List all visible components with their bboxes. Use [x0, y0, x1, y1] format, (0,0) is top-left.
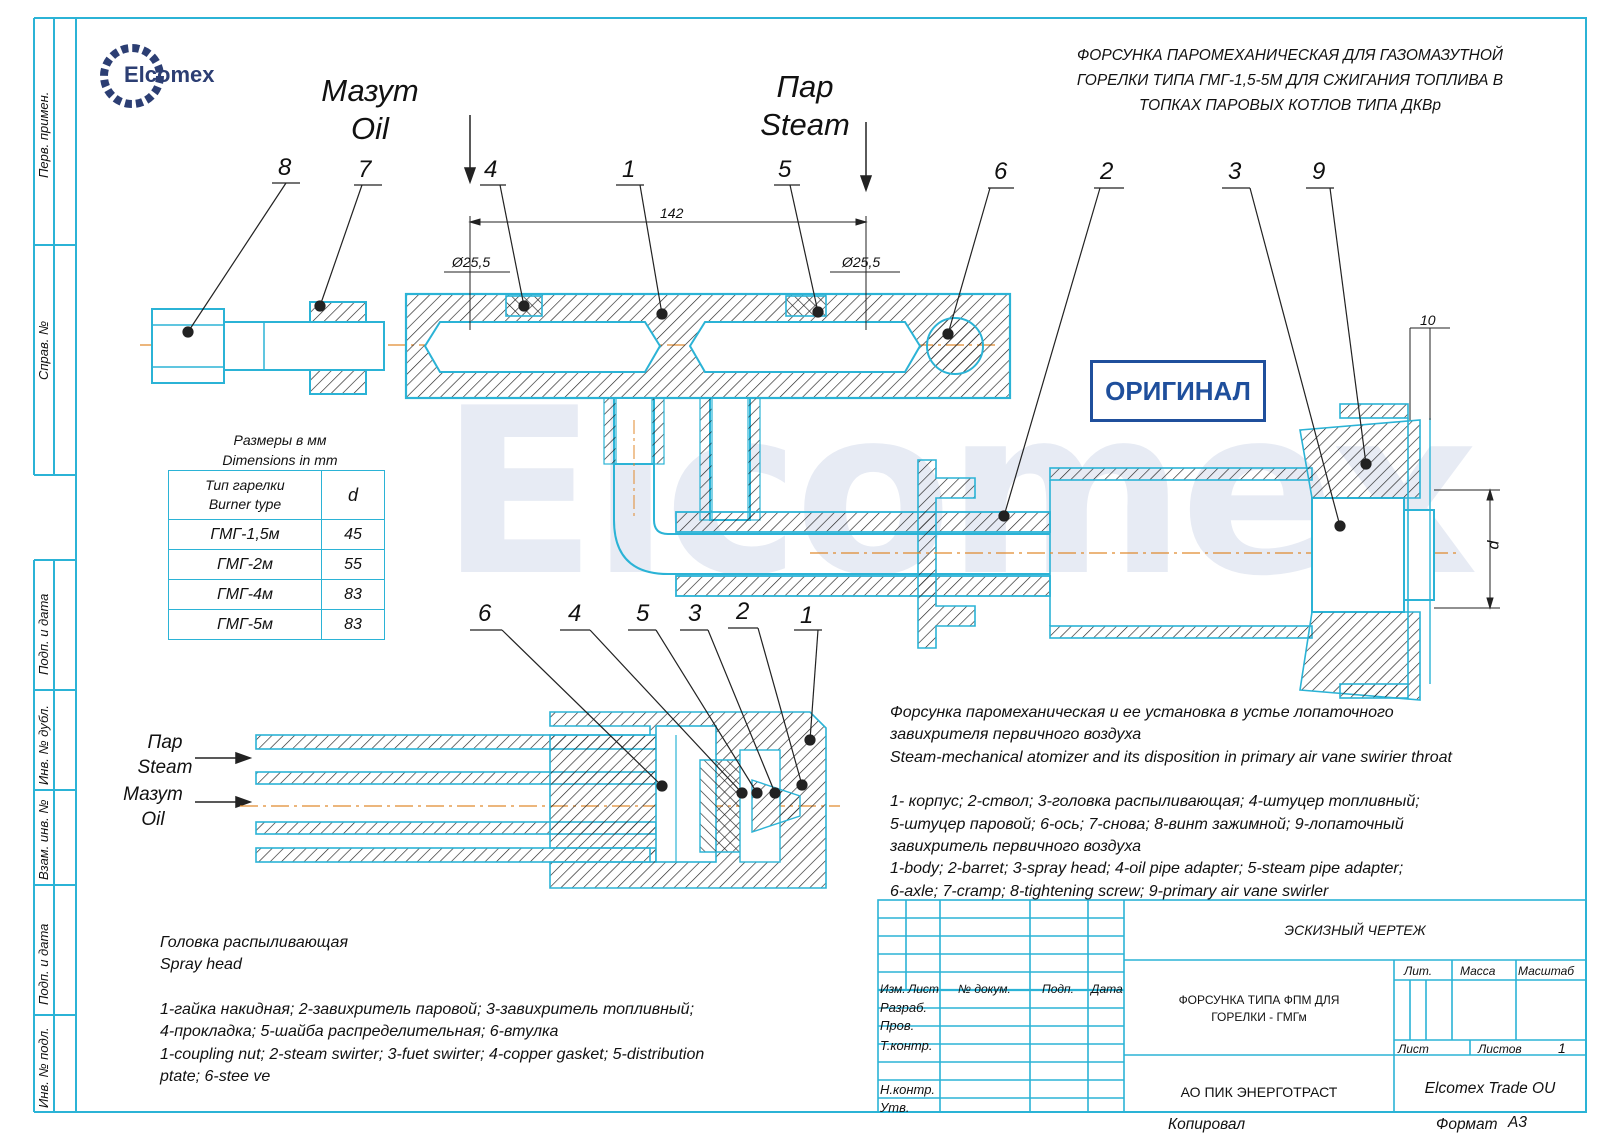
- callout-1: 1: [622, 156, 636, 183]
- head-callout-3: 3: [688, 600, 702, 627]
- tb-row-tkontr: Т.контр.: [880, 1038, 933, 1053]
- callout-8: 8: [278, 154, 292, 181]
- callout-2: 2: [1100, 158, 1114, 185]
- side-label-inv-dubl: Инв. № дубл.: [36, 705, 51, 785]
- dim-gap: 10: [1420, 312, 1436, 328]
- tb-scale: Масштаб: [1518, 964, 1575, 978]
- tb-col-izm: Изм.: [880, 982, 906, 996]
- flow-arrows: [195, 115, 873, 809]
- leader-lines-head: [470, 627, 822, 799]
- tb-col-podp: Подп.: [1042, 982, 1074, 996]
- callout-3: 3: [1228, 158, 1242, 185]
- tb-copied: Копировал: [1168, 1116, 1246, 1133]
- drawing-title: ФОРСУНКА ПАРОМЕХАНИЧЕСКАЯ ДЛЯ ГАЗОМАЗУТН…: [1076, 47, 1504, 114]
- tb-format-value: А3: [1508, 1114, 1527, 1131]
- main-assembly: [140, 292, 1460, 701]
- tb-mass: Масса: [1460, 964, 1496, 978]
- head-callout-5: 5: [636, 600, 650, 627]
- tb-lit: Лит.: [1404, 964, 1433, 978]
- callout-4: 4: [484, 156, 498, 183]
- tb-col-list: Лист: [908, 982, 939, 996]
- head-callout-4: 4: [568, 600, 582, 627]
- title-block-frame: [877, 899, 1587, 1113]
- dim-dia-left: Ø25,5: [452, 254, 491, 270]
- tb-company: Elcomex Trade OU: [1424, 1080, 1556, 1097]
- tb-row-razrab: Разраб.: [880, 1000, 928, 1015]
- tb-row-nkontr: Н.контр.: [880, 1082, 936, 1097]
- dim-d: d: [1485, 540, 1503, 550]
- dim-dia-right: Ø25,5: [842, 254, 881, 270]
- table-header-d: d: [321, 470, 385, 520]
- tb-org: АО ПИК ЭНЕРГОТРАСТ: [1180, 1084, 1338, 1100]
- callout-6: 6: [994, 158, 1008, 185]
- tb-row-utv: Утв.: [880, 1100, 910, 1115]
- spray-head-assembly: [240, 711, 840, 889]
- side-label-podp1: Подп. и дата: [36, 593, 51, 675]
- tb-sheet: Лист: [1398, 1042, 1429, 1056]
- tb-row-prov: Пров.: [880, 1018, 915, 1033]
- sheet-frame: [33, 17, 1587, 1113]
- tb-col-date: Дата: [1091, 982, 1123, 996]
- side-label-podp2: Подп. и дата: [36, 923, 51, 1005]
- assembly-description: Форсунка паромеханическая и ее установка…: [890, 704, 1452, 900]
- logo-gear-icon: [100, 44, 164, 108]
- original-stamp: ОРИГИНАЛ: [1090, 360, 1266, 422]
- head-callout-2: 2: [736, 598, 750, 625]
- logo: Elcomex: [124, 62, 215, 87]
- tb-format: Формат: [1436, 1116, 1498, 1133]
- head-callout-1: 1: [800, 602, 814, 629]
- callout-9: 9: [1312, 158, 1326, 185]
- tb-col-doc: № докум.: [958, 982, 1011, 996]
- side-label-perv: Перв. примен.: [36, 91, 51, 178]
- callout-5: 5: [778, 156, 792, 183]
- side-label-inv-podl: Инв. № подл.: [36, 1027, 51, 1108]
- dim-length: 142: [660, 205, 684, 221]
- side-label-sprav: Справ. №: [36, 320, 51, 380]
- callout-7: 7: [358, 156, 372, 183]
- tb-sheets-value: 1: [1558, 1040, 1566, 1056]
- dimension-lines: [444, 216, 1500, 610]
- tb-sheets: Листов: [1478, 1042, 1522, 1056]
- tb-sketch: ЭСКИЗНЫЙ ЧЕРТЕЖ: [1284, 922, 1426, 938]
- head-callout-6: 6: [478, 600, 492, 627]
- leader-lines-main: [182, 182, 1372, 532]
- spray-head-legend: Головка распыливающая Spray head 1-гайка…: [160, 934, 705, 1086]
- side-label-vzam: Взам. инв. №: [36, 799, 51, 880]
